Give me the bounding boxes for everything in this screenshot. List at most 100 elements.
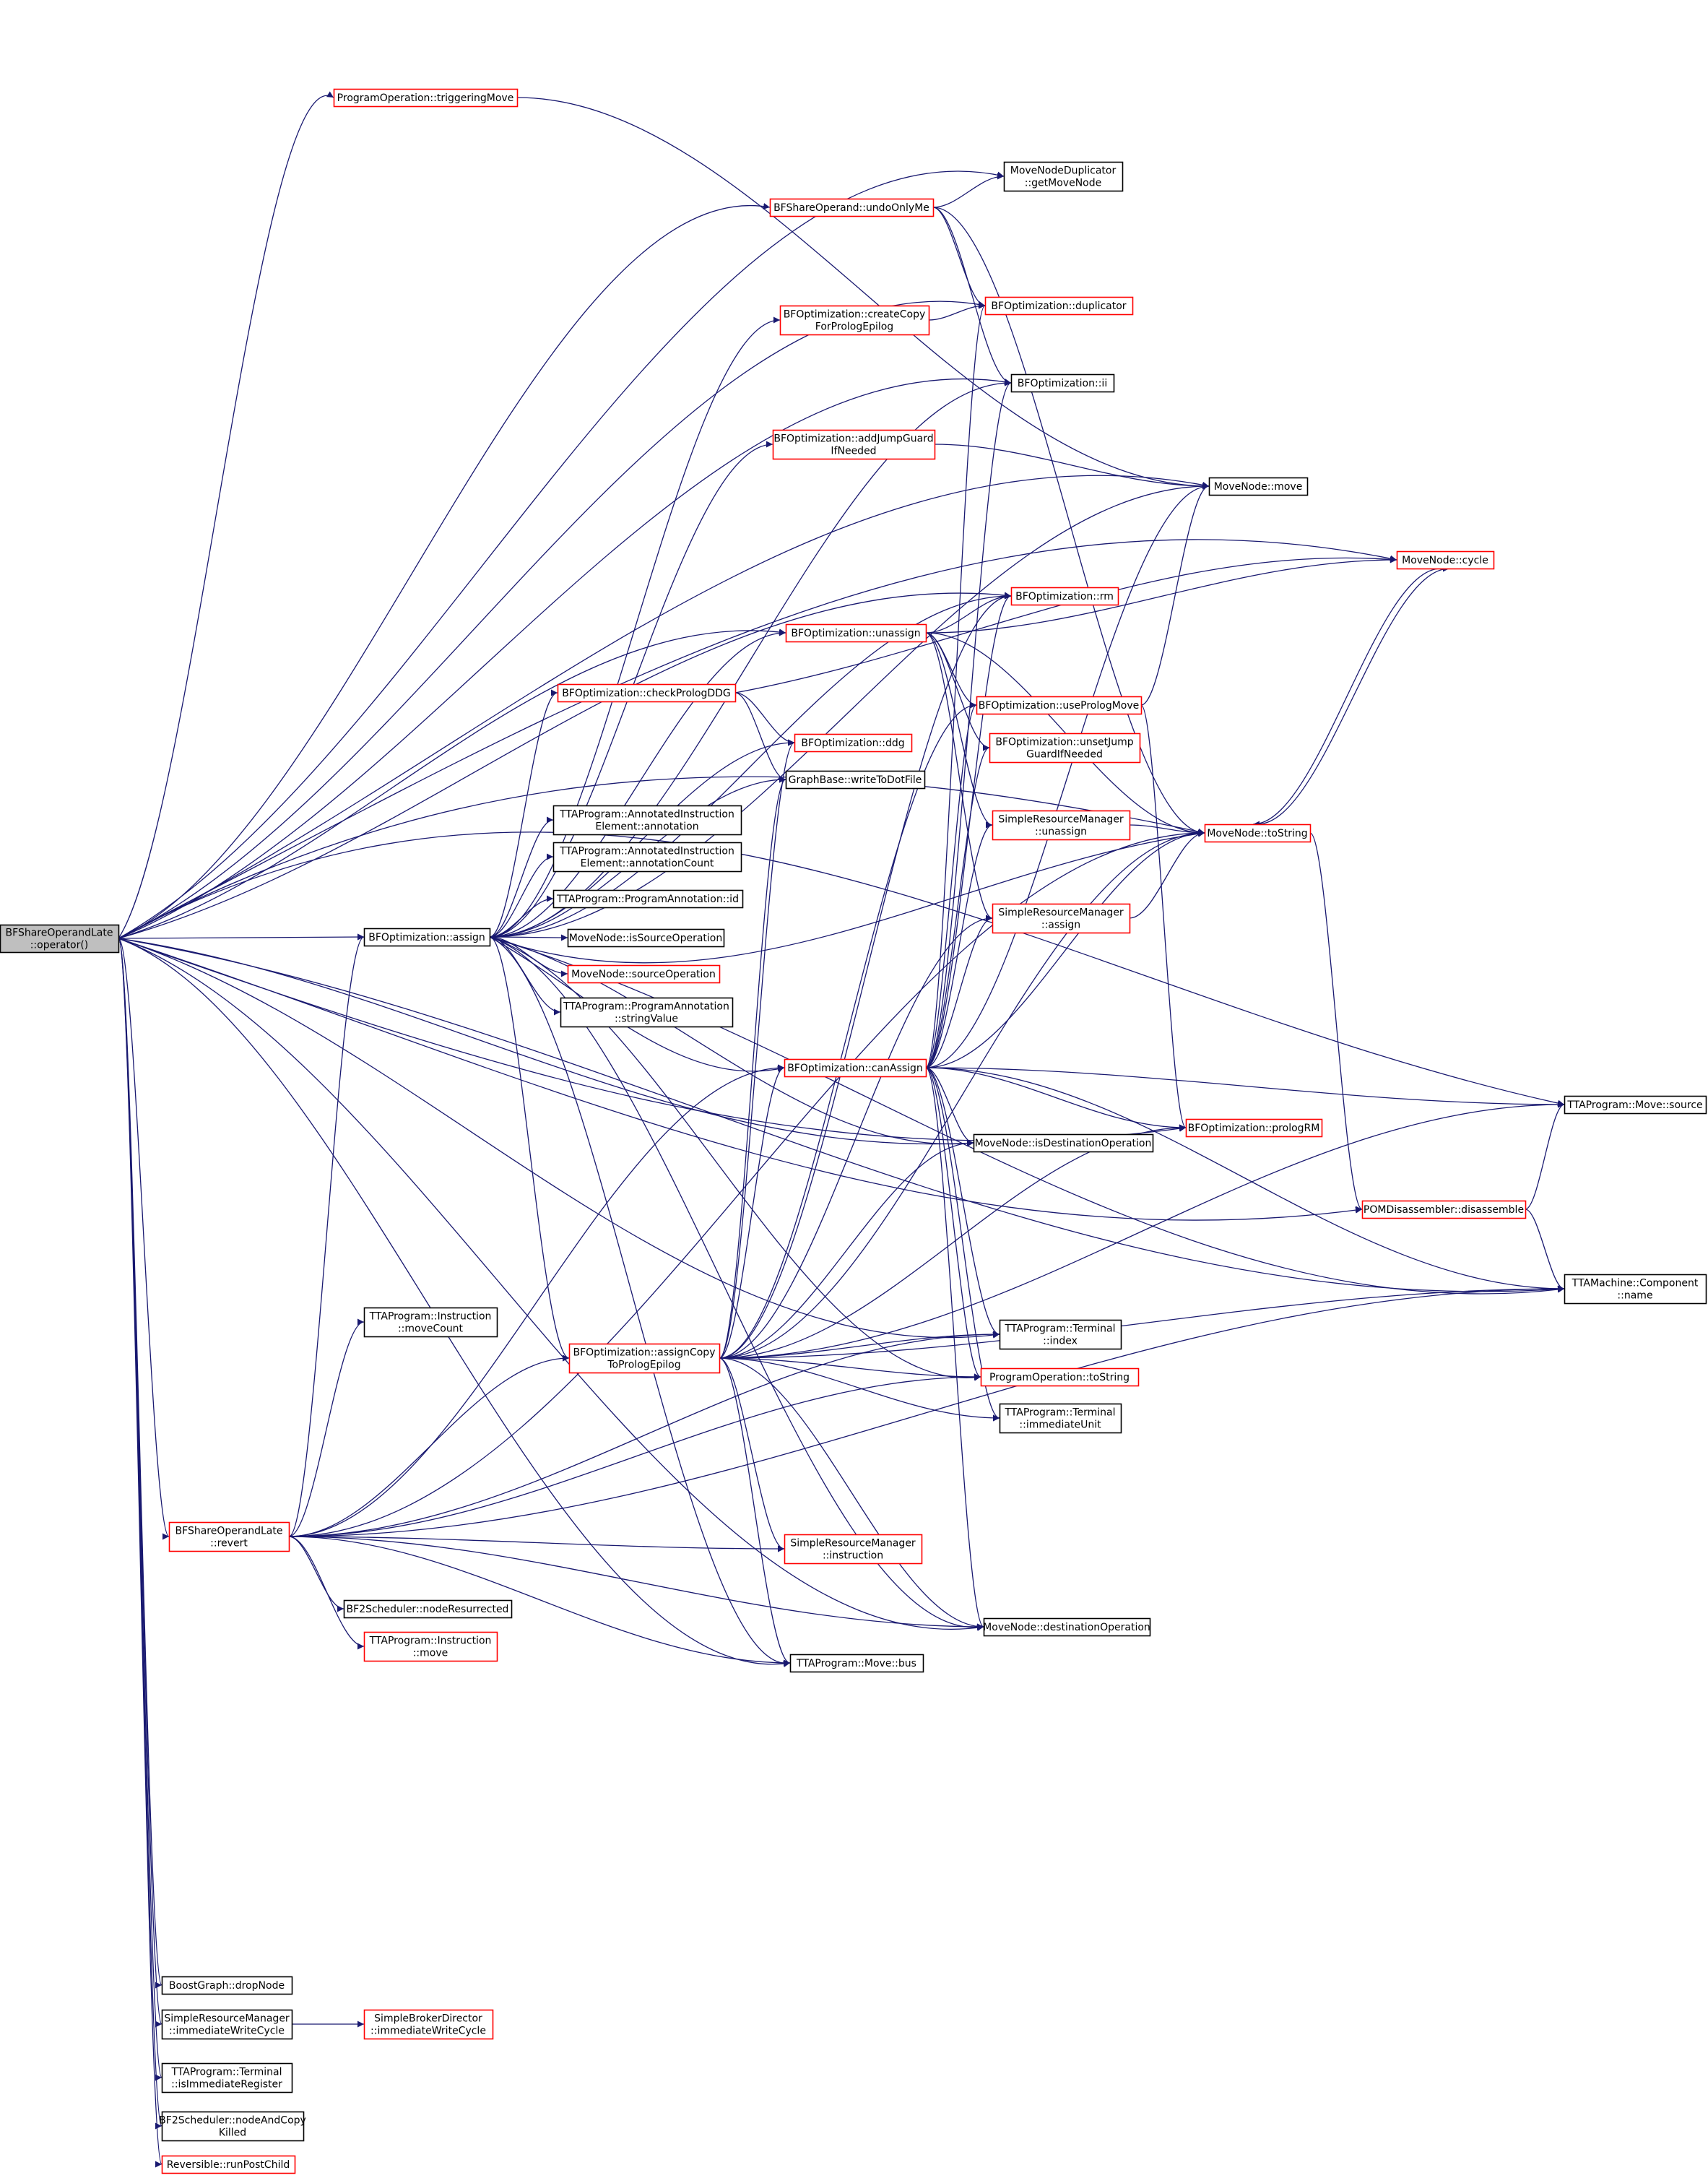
node-destOp[interactable]: MoveNode::destinationOperation	[983, 1617, 1151, 1637]
node-getMoveNode[interactable]: MoveNodeDuplicator::getMoveNode	[1003, 161, 1124, 192]
node-annotId[interactable]: TTAProgram::ProgramAnnotation::id	[552, 889, 744, 909]
node-runPostChild[interactable]: Reversible::runPostChild	[161, 2155, 296, 2174]
node-unassign[interactable]: BFOptimization::unassign	[785, 623, 927, 643]
node-isSourceOp[interactable]: MoveNode::isSourceOperation	[567, 928, 725, 948]
node-srmImmWrite[interactable]: SimpleResourceManager::immediateWriteCyc…	[161, 2009, 293, 2040]
node-label: Element::annotationCount	[581, 858, 714, 870]
node-undoOnlyMe[interactable]: BFShareOperand::undoOnlyMe	[769, 198, 935, 217]
edge-assignCopy-to-destOp	[719, 1357, 984, 1630]
node-writeToDot[interactable]: GraphBase::writeToDotFile	[785, 770, 926, 790]
node-box	[999, 1403, 1122, 1434]
node-ii[interactable]: BFOptimization::ii	[1010, 373, 1115, 393]
edge-revert-to-moveCount	[288, 1318, 365, 1537]
edge-assign-to-destOp	[489, 936, 984, 1631]
node-assign[interactable]: BFOptimization::assign	[363, 928, 491, 947]
node-moveBus[interactable]: TTAProgram::Move::bus	[789, 1654, 924, 1673]
edge-assign-to-isSourceOp	[489, 934, 568, 941]
edge-assignCopy-to-srmInstruction	[719, 1357, 785, 1552]
node-box	[1564, 1274, 1707, 1305]
node-label: BFOptimization::canAssign	[787, 1063, 923, 1074]
edge-assign-to-checkProlog	[489, 689, 558, 938]
node-label: MoveNode::move	[1214, 481, 1303, 493]
node-box	[980, 1367, 1140, 1387]
edge-assign-to-assignCopy	[489, 936, 570, 1362]
node-label: TTAProgram::Terminal	[1004, 1407, 1115, 1419]
node-sbdImmWrite[interactable]: SimpleBrokerDirector::immediateWriteCycl…	[363, 2009, 494, 2040]
node-box	[161, 2009, 293, 2040]
edge-canAssign-to-usePrologMove	[925, 701, 977, 1068]
edge-canAssign-to-rm	[925, 592, 1012, 1068]
node-box	[552, 889, 744, 909]
node-canAssign[interactable]: BFOptimization::canAssign	[784, 1058, 927, 1078]
node-box	[772, 429, 936, 460]
node-label: ::move	[413, 1648, 448, 1659]
node-termIndex[interactable]: TTAProgram::Terminal::index	[999, 1319, 1122, 1350]
node-stringValue[interactable]: TTAProgram::ProgramAnnotation::stringVal…	[560, 997, 734, 1028]
node-srmAssign[interactable]: SimpleResourceManager::assign	[992, 903, 1131, 934]
node-box	[1010, 587, 1119, 606]
edge-assign-to-annotation	[489, 816, 554, 938]
node-prologRM[interactable]: BFOptimization::prologRM	[1185, 1118, 1323, 1138]
edge-toString-to-cycle	[1257, 565, 1450, 825]
edge-canAssign-to-srmAssign	[925, 915, 993, 1068]
node-label: TTAMachine::Component	[1572, 1278, 1699, 1289]
node-label: BFOptimization::ddg	[801, 738, 904, 749]
node-moveSource[interactable]: TTAProgram::Move::source	[1564, 1095, 1707, 1115]
node-createCopy[interactable]: BFOptimization::createCopyForPrologEpilo…	[779, 305, 930, 336]
node-box	[161, 2062, 293, 2093]
node-box	[161, 1976, 293, 1995]
edge-root-to-undoOnlyMe	[118, 203, 771, 939]
node-srmInstruction[interactable]: SimpleResourceManager::instruction	[784, 1534, 923, 1565]
edge-canAssign-to-unsetJump	[925, 744, 990, 1068]
node-label: BFShareOperandLate	[175, 1526, 283, 1537]
node-disassemble[interactable]: POMDisassembler::disassemble	[1361, 1200, 1527, 1219]
node-annotation[interactable]: TTAProgram::AnnotatedInstructionElement:…	[552, 805, 742, 836]
edge-assign-to-createCopy	[489, 316, 781, 938]
node-poToString[interactable]: ProgramOperation::toString	[980, 1367, 1140, 1387]
node-box	[567, 964, 721, 984]
node-label: ::immediateUnit	[1019, 1419, 1101, 1431]
edge-assign-to-rm	[489, 592, 1012, 938]
node-cycle[interactable]: MoveNode::cycle	[1396, 550, 1495, 570]
node-isImmReg[interactable]: TTAProgram::Terminal::isImmediateRegiste…	[161, 2062, 293, 2093]
node-usePrologMove[interactable]: BFOptimization::usePrologMove	[976, 696, 1143, 715]
node-toString[interactable]: MoveNode::toString	[1204, 824, 1312, 843]
node-root[interactable]: BFShareOperandLate::operator()	[0, 924, 120, 954]
node-annotationCount[interactable]: TTAProgram::AnnotatedInstructionElement:…	[552, 842, 742, 873]
node-ddg[interactable]: BFOptimization::ddg	[794, 733, 913, 753]
node-dropNode[interactable]: BoostGraph::dropNode	[161, 1976, 293, 1995]
node-nodeResurrected[interactable]: BF2Scheduler::nodeResurrected	[343, 1599, 513, 1619]
node-revert[interactable]: BFShareOperandLate::revert	[168, 1521, 290, 1552]
node-box	[333, 88, 519, 108]
node-move[interactable]: MoveNode::move	[1208, 477, 1309, 496]
edge-checkProlog-to-writeToDot	[734, 692, 786, 783]
edge-canAssign-to-destOp	[925, 1067, 984, 1630]
edge-assignCopy-to-immUnit	[719, 1357, 1000, 1422]
node-box	[1564, 1095, 1707, 1115]
node-isDestOp[interactable]: MoveNode::isDestinationOperation	[973, 1133, 1154, 1153]
node-box	[1361, 1200, 1527, 1219]
edge-revert-to-poToString	[288, 1373, 981, 1537]
node-immUnit[interactable]: TTAProgram::Terminal::immediateUnit	[999, 1403, 1122, 1434]
node-rm[interactable]: BFOptimization::rm	[1010, 587, 1119, 606]
node-label: TTAProgram::Move::bus	[796, 1658, 916, 1669]
node-sourceOp[interactable]: MoveNode::sourceOperation	[567, 964, 721, 984]
edge-canAssign-to-ii	[925, 379, 1012, 1068]
node-label: Element::annotation	[595, 821, 698, 833]
node-duplicator[interactable]: BFOptimization::duplicator	[984, 296, 1134, 316]
node-checkProlog[interactable]: BFOptimization::checkPrologDDG	[557, 683, 737, 703]
node-compName[interactable]: TTAMachine::Component::name	[1564, 1274, 1707, 1305]
node-box	[363, 1307, 498, 1338]
node-box	[168, 1521, 290, 1552]
node-trig[interactable]: ProgramOperation::triggeringMove	[333, 88, 519, 108]
node-instrMove[interactable]: TTAProgram::Instruction::move	[363, 1631, 498, 1662]
node-box	[785, 623, 927, 643]
node-srmUnassign[interactable]: SimpleResourceManager::unassign	[992, 810, 1131, 841]
node-moveCount[interactable]: TTAProgram::Instruction::moveCount	[363, 1307, 498, 1338]
node-box	[769, 198, 935, 217]
node-label: Reversible::runPostChild	[167, 2159, 290, 2171]
